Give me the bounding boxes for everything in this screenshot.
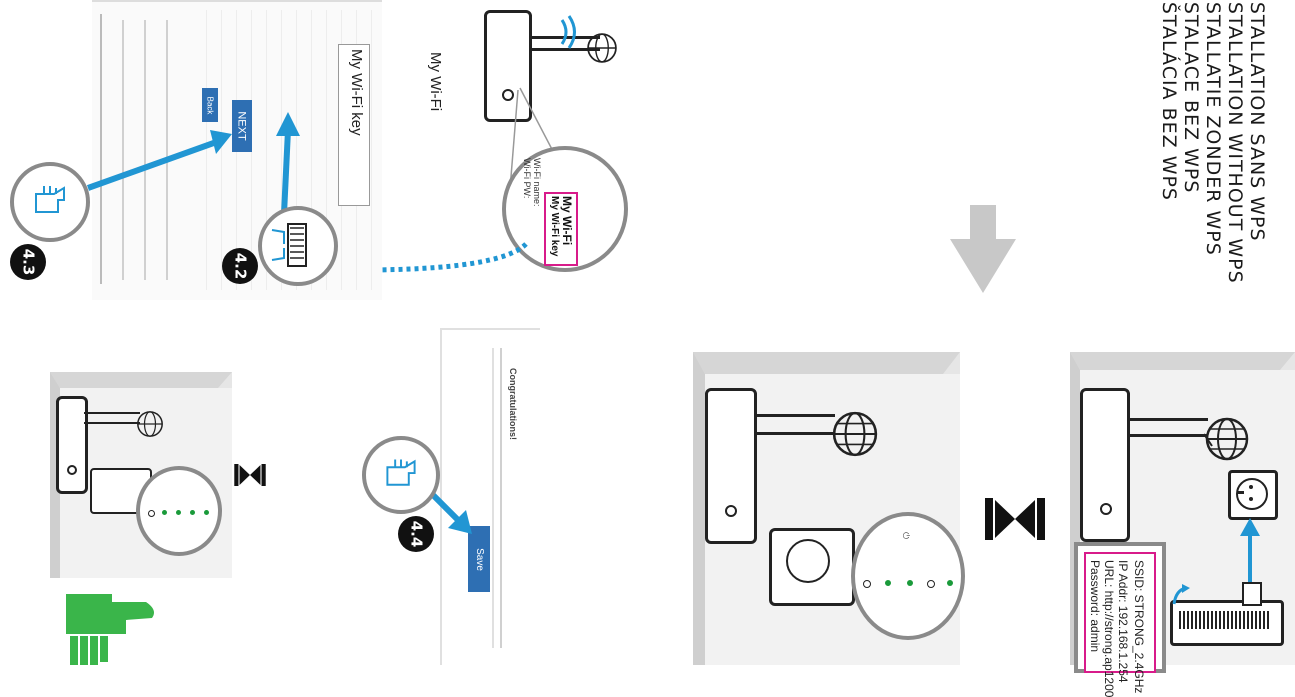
extender-device bbox=[1170, 600, 1284, 646]
sticker-wifi-pw-label: Wi-Fi PW: bbox=[522, 158, 532, 199]
setup-panel-right: SSID: STRONG_2.4GHz IP Addr: 192.168.1.2… bbox=[1070, 352, 1295, 697]
led-zoom-circle: ⏻ bbox=[851, 512, 965, 640]
form-ssid-value: My Wi-Fi bbox=[427, 52, 444, 112]
title-line-nl: INSTALLATIE ZONDER WPS bbox=[1202, 0, 1224, 256]
lan-led bbox=[863, 580, 871, 588]
keyboard-icon bbox=[258, 206, 338, 286]
router-sticker-illustration: Wi-Fi name: Wi-Fi PW: My Wi-Fi My Wi-Fi … bbox=[440, 0, 640, 290]
congrats-title: Congratulations! bbox=[508, 368, 518, 440]
sticker-wifi-pw-value: My Wi-Fi key bbox=[549, 196, 560, 257]
wifi-led bbox=[927, 580, 935, 588]
title-line-fr: INSTALLATION SANS WPS bbox=[1246, 0, 1268, 242]
wifi-signal-icon bbox=[560, 15, 576, 49]
thumbs-up-icon bbox=[66, 594, 154, 665]
form-key-value: My Wi-Fi key bbox=[348, 49, 365, 136]
router-device bbox=[484, 10, 532, 122]
router-device bbox=[56, 396, 88, 494]
hand-tap-icon bbox=[10, 162, 90, 242]
title-line-sk: INŠTALÁCIA BEZ WPS bbox=[1158, 0, 1180, 201]
arrow-to-next-icon bbox=[86, 130, 232, 191]
save-form-screenshot: Congratulations! Save bbox=[440, 328, 540, 665]
label-ip: IP Addr: 192.168.1.254 bbox=[1116, 560, 1130, 683]
globe-icon bbox=[137, 411, 163, 437]
led-zoom-circle bbox=[136, 466, 222, 556]
step-badge-4-2: 4.2 bbox=[222, 248, 258, 284]
down-arrow-icon bbox=[950, 205, 1016, 293]
step-badge-4-3: 4.3 bbox=[10, 244, 46, 280]
label-password: Password: admin bbox=[1088, 560, 1102, 653]
back-button[interactable]: Back bbox=[202, 88, 218, 122]
sticker-wifi-name-value: My Wi-Fi bbox=[560, 196, 574, 246]
24ghz-led bbox=[176, 510, 181, 515]
label-url: URL: http://strong.ap1200 bbox=[1102, 560, 1116, 697]
globe-icon bbox=[832, 411, 878, 457]
wifi-led bbox=[190, 510, 195, 515]
save-button[interactable]: Save bbox=[468, 526, 490, 592]
5ghz-led bbox=[885, 580, 891, 586]
title-line-cz: INSTALACE BEZ WPS bbox=[1180, 0, 1202, 194]
bowtie-icon bbox=[985, 498, 1045, 540]
bowtie-icon bbox=[234, 464, 266, 486]
extender-device bbox=[769, 528, 855, 606]
power-led bbox=[947, 580, 953, 586]
24ghz-led bbox=[907, 580, 913, 586]
arrow-to-key-icon bbox=[276, 112, 300, 215]
setup-panel-middle: ⏻ bbox=[693, 352, 965, 665]
router-device bbox=[705, 388, 757, 544]
key-input-field[interactable]: My Wi-Fi key bbox=[338, 44, 370, 206]
power-led bbox=[204, 510, 209, 515]
title-block: INSTALLATION SANS WPS INSTALLATION WITHO… bbox=[1158, 0, 1295, 284]
device-label-box: SSID: STRONG_2.4GHz IP Addr: 192.168.1.2… bbox=[1074, 542, 1166, 697]
sticker-zoom-circle: Wi-Fi name: Wi-Fi PW: My Wi-Fi My Wi-Fi … bbox=[502, 146, 628, 272]
label-ssid: SSID: STRONG_2.4GHz bbox=[1132, 560, 1146, 694]
globe-icon bbox=[1204, 417, 1249, 461]
router-device bbox=[1080, 388, 1130, 542]
lan-led bbox=[148, 510, 155, 517]
setup-panel-left bbox=[50, 372, 232, 578]
5ghz-led bbox=[162, 510, 167, 515]
sticker-wifi-name-label: Wi-Fi name: bbox=[532, 158, 542, 207]
next-button[interactable]: NEXT bbox=[232, 100, 252, 152]
title-line-en: INSTALLATION WITHOUT WPS bbox=[1224, 0, 1246, 284]
globe-icon bbox=[587, 33, 617, 63]
step-badge-4-4: 4.4 bbox=[398, 516, 434, 552]
hand-tap-icon bbox=[362, 436, 440, 514]
power-socket-icon bbox=[1228, 470, 1278, 520]
